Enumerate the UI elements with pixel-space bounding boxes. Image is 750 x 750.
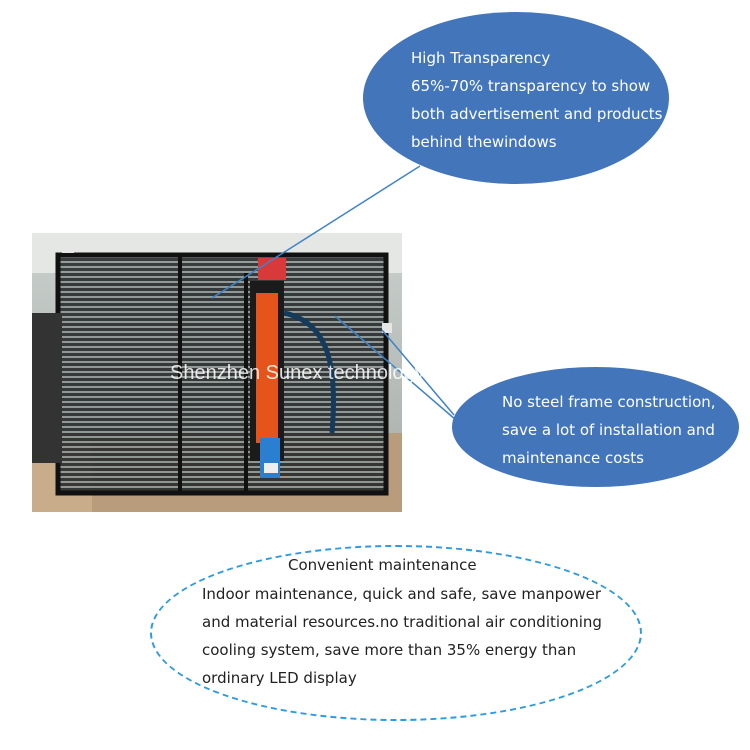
steel-frame-line: save a lot of installation and xyxy=(502,421,715,439)
maintenance-line: ordinary LED display xyxy=(202,669,357,687)
company-watermark: Shenzhen Sunex technology Co., Limited xyxy=(170,362,537,384)
maintenance-title: Convenient maintenance xyxy=(288,556,477,574)
maintenance-line: Indoor maintenance, quick and safe, save… xyxy=(202,585,602,603)
maintenance-callout xyxy=(150,545,642,721)
steel-frame-line: maintenance costs xyxy=(502,449,644,467)
transparency-callout: High Transparency 65%-70% transparency t… xyxy=(363,12,669,184)
maintenance-line: cooling system, save more than 35% energ… xyxy=(202,641,577,659)
transparency-line: behind thewindows xyxy=(411,133,557,151)
transparency-line: both advertisement and products xyxy=(411,105,663,123)
maintenance-line: and material resources.no traditional ai… xyxy=(202,613,602,631)
transparency-title: High Transparency xyxy=(411,49,551,67)
steel-frame-callout: No steel frame construction, save a lot … xyxy=(452,367,739,487)
steel-frame-line: No steel frame construction, xyxy=(502,393,716,411)
transparency-line: 65%-70% transparency to show xyxy=(411,77,651,95)
maintenance-text: Indoor maintenance, quick and safe, save… xyxy=(202,580,602,692)
